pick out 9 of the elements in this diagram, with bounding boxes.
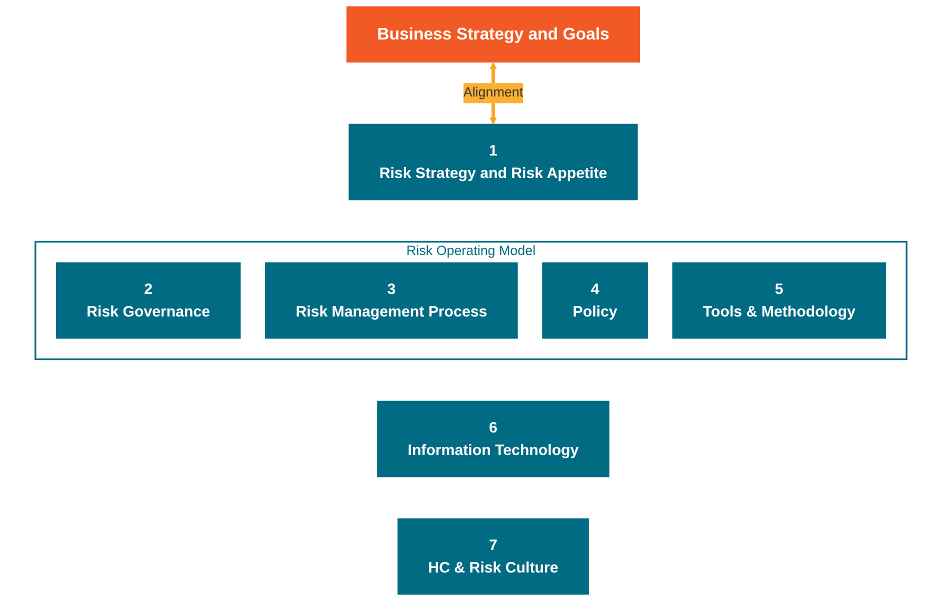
edge-label: Alignment — [463, 86, 524, 100]
node-box: 6 Information Technology — [377, 400, 610, 478]
node-box: 2 Risk Governance — [56, 262, 241, 339]
node-box: Business Strategy and Goals — [346, 6, 640, 63]
node-box: 3 Risk Management Process — [265, 262, 518, 339]
node-box: 7 HC & Risk Culture — [398, 518, 589, 595]
node-box: 4 Policy — [542, 262, 648, 339]
node-box: 5 Tools & Methodology — [672, 262, 886, 339]
node-box: 1 Risk Strategy and Risk Appetite — [348, 124, 638, 200]
